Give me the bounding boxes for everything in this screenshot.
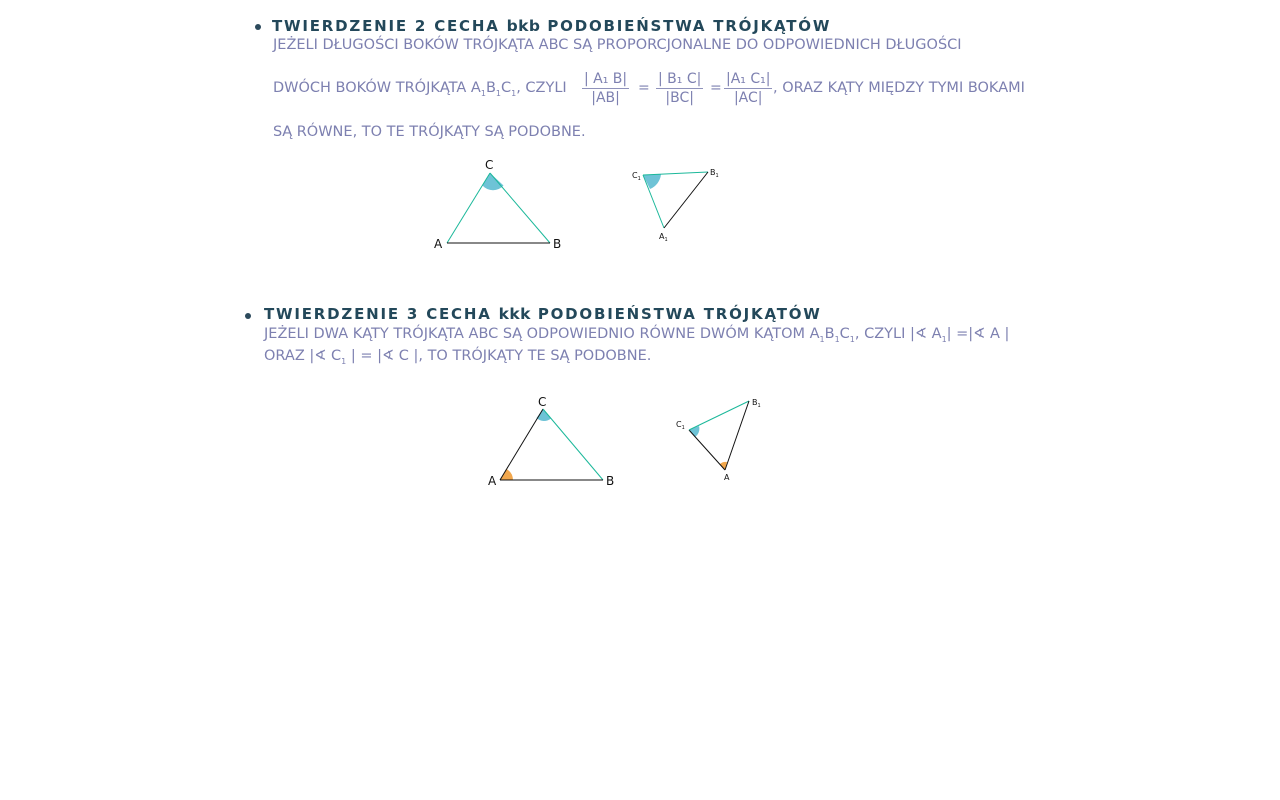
angle-c-marker (536, 409, 551, 421)
sub-1: 1 (511, 89, 517, 98)
sub-1: 1 (495, 89, 501, 98)
vertex-label-c: C (485, 158, 493, 172)
angle-c-marker (482, 173, 504, 191)
side-b1c1 (642, 171, 709, 176)
vertex-label-b1: B1 (710, 168, 719, 179)
czyli-angle: , CZYLI |∢ A (854, 326, 942, 342)
vertex-label-c1: C1 (632, 171, 641, 182)
fraction-denominator: |AB| (591, 90, 620, 106)
vertex-label-a1: A (724, 473, 730, 482)
vertex-label-b: B (606, 474, 614, 488)
vertex-label-a1: A1 (659, 232, 668, 243)
side-a1b1 (663, 171, 709, 229)
line1-end: | =|∢ A | (946, 326, 1010, 342)
section2-line2: ORAZ |∢ C1 | = |∢ C |, TO TRÓJKĄTY TE SĄ… (264, 348, 652, 366)
side-a1b1 (724, 400, 750, 471)
letter-b: B (824, 326, 835, 342)
heading-right: PODOBIEŃSTWA TRÓJKĄTÓW (537, 305, 822, 323)
line2-prefix: ORAZ |∢ C (264, 348, 342, 364)
angle-a-marker (500, 469, 513, 480)
sub-1: 1 (480, 89, 486, 98)
sub-1: 1 (341, 357, 347, 366)
sub-1: 1 (834, 335, 840, 344)
fraction-numerator: | B₁ C| (656, 71, 704, 89)
section1-figure: C A B C1 B1 A1 (434, 158, 719, 251)
fraction-a1b1-ab: | A₁ B| |AB| (582, 71, 630, 106)
heading-left: TWIERDZENIE 3 CECHA (264, 305, 492, 323)
heading-right: PODOBIEŃSTWA TRÓJKĄTÓW (547, 17, 832, 35)
side-b1c1 (688, 400, 750, 431)
side-a1c1 (642, 174, 665, 229)
equals-sign-2: = (710, 80, 722, 96)
section1-line2-end: , ORAZ KĄTY MIĘDZY TYMI BOKAMI (773, 80, 1025, 96)
section2-figure: C A B C1 B1 A (488, 395, 761, 488)
vertex-label-b: B (553, 237, 561, 251)
section2-heading: TWIERDZENIE 3 CECHA kkk PODOBIEŃSTWA TRÓ… (264, 305, 822, 323)
letter-c: C (839, 326, 850, 342)
side-bc (542, 408, 604, 481)
sub-1: 1 (941, 335, 947, 344)
fraction-a1c1-ac: |A₁ C₁| |AC| (724, 71, 773, 106)
section1-line1: JEŻELI DŁUGOŚCI BOKÓW TRÓJKĄTA ABC SĄ PR… (273, 37, 962, 53)
heading-mid: kkk (498, 305, 531, 323)
vertex-label-a: A (488, 474, 497, 488)
side-bc (489, 172, 551, 244)
section2-line1: JEŻELI DWA KĄTY TRÓJKĄTA ABC SĄ ODPOWIED… (264, 326, 1010, 344)
side-ac (499, 408, 544, 481)
vertex-label-a: A (434, 237, 443, 251)
sub-1: 1 (819, 335, 825, 344)
fraction-denominator: |BC| (665, 90, 694, 106)
side-ac (446, 172, 491, 244)
fraction-numerator: | A₁ B| (582, 71, 630, 89)
vertex-label-b1: B1 (752, 398, 761, 409)
czyli: , CZYLI (516, 80, 567, 96)
section1-line3: SĄ RÓWNE, TO TE TRÓJKĄTY SĄ PODOBNE. (273, 124, 586, 140)
vertex-label-c1: C1 (676, 420, 685, 431)
equals-sign-1: = (638, 80, 650, 96)
line2-prefix: DWÓCH BOKÓW TRÓJKĄTA A (273, 80, 481, 96)
letter-c: C (500, 80, 512, 96)
line2-suffix: | = |∢ C |, TO TRÓJKĄTY TE SĄ PODOBNE. (346, 348, 652, 364)
letter-b: B (485, 80, 496, 96)
side-a1c1 (688, 429, 726, 471)
fraction-numerator: |A₁ C₁| (724, 71, 773, 89)
bullet-2 (245, 313, 251, 319)
section1-heading: TWIERDZENIE 2 CECHA bkb PODOBIEŃSTWA TRÓ… (272, 17, 831, 35)
bullet-1 (255, 24, 261, 30)
vertex-label-c: C (538, 395, 546, 409)
angle-c1-marker (643, 174, 661, 189)
angle-c1-marker (689, 426, 700, 437)
fraction-denominator: |AC| (733, 90, 763, 106)
heading-left: TWIERDZENIE 2 CECHA (272, 17, 500, 35)
section1-line2-start: DWÓCH BOKÓW TRÓJKĄTA A1B1C1, CZYLI (273, 80, 567, 98)
fraction-b1c1-bc: | B₁ C| |BC| (656, 71, 704, 106)
heading-mid: bkb (506, 17, 541, 35)
line1-prefix: JEŻELI DWA KĄTY TRÓJKĄTA ABC SĄ ODPOWIED… (264, 326, 820, 342)
sub-1: 1 (849, 335, 855, 344)
